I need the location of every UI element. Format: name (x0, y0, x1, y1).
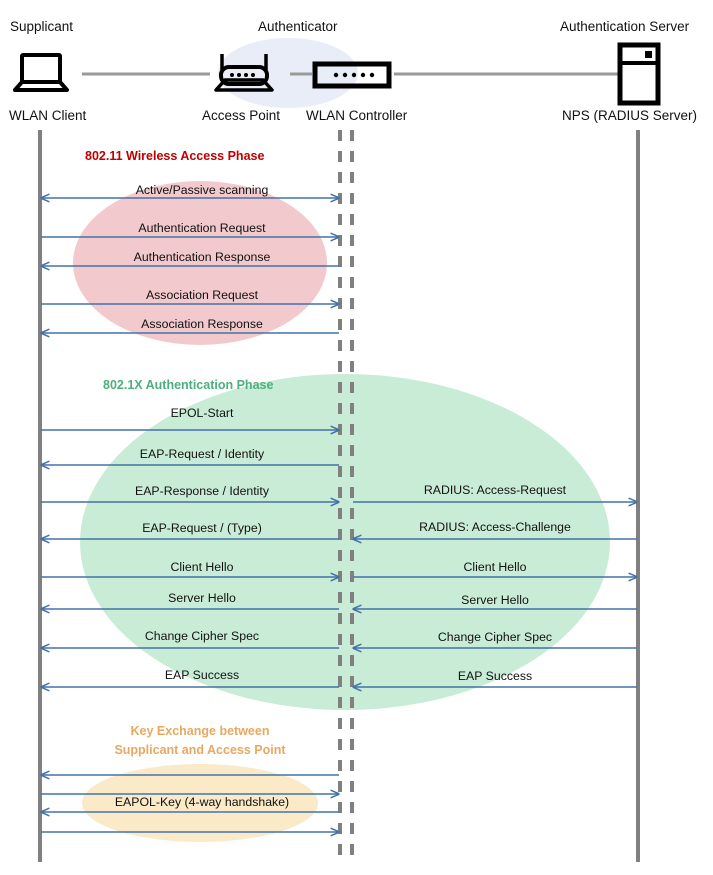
msg-label-radius-access-challenge: RADIUS: Access-Challenge (419, 520, 571, 534)
msg-label-eap-response-identity: EAP-Response / Identity (135, 484, 269, 498)
msg-label-active-passive-scanning: Active/Passive scanning (135, 183, 269, 197)
msg-label-eap-success-right: EAP Success (457, 669, 533, 683)
msg-label-eap-success-left: EAP Success (164, 668, 240, 682)
msg-label-radius-access-request: RADIUS: Access-Request (423, 483, 567, 497)
msg-label-epol-start: EPOL-Start (170, 406, 234, 420)
node-label-access-point: Access Point (202, 108, 281, 123)
msg-label-client-hello-right: Client Hello (463, 560, 527, 574)
laptop-icon (13, 53, 69, 92)
msg-label-association-response: Association Response (141, 317, 263, 331)
phase-title-keyexchange: Key Exchange between Supplicant and Acce… (100, 722, 300, 760)
msg-label-association-request: Association Request (145, 288, 259, 302)
node-label-wlan-controller: WLAN Controller (306, 108, 408, 123)
phase-title-keyexchange-line1: Key Exchange between (130, 724, 270, 738)
phase-8021x-ellipse (80, 374, 610, 710)
msg-label-eap-request-type: EAP-Request / (Type) (142, 521, 262, 535)
phase-keyexchange-ellipse (82, 764, 318, 842)
msg-label-authentication-request: Authentication Request (138, 221, 266, 235)
access-point-icon (214, 54, 274, 92)
msg-label-server-hello-right: Server Hello (461, 593, 529, 607)
role-title-supplicant: Supplicant (10, 19, 74, 34)
msg-label-authentication-response: Authentication Response (133, 250, 271, 264)
msg-label-server-hello-left: Server Hello (168, 591, 236, 605)
node-label-nps-radius-server: NPS (RADIUS Server) (562, 108, 698, 123)
role-title-auth-server: Authentication Server (560, 19, 690, 34)
msg-label-change-cipher-spec-left: Change Cipher Spec (144, 629, 260, 643)
msg-label-eap-request-identity: EAP-Request / Identity (139, 447, 265, 461)
wlan-controller-icon (312, 61, 392, 89)
phase-title-8021x: 802.1X Authentication Phase (103, 378, 274, 392)
msg-label-eapol-key: EAPOL-Key (4-way handshake) (114, 795, 290, 809)
server-icon (617, 42, 661, 106)
role-title-authenticator: Authenticator (258, 19, 338, 34)
msg-label-client-hello-left: Client Hello (170, 560, 234, 574)
msg-label-change-cipher-spec-right: Change Cipher Spec (437, 630, 553, 644)
phase-title-80211: 802.11 Wireless Access Phase (85, 149, 265, 163)
node-label-wlan-client: WLAN Client (9, 108, 87, 123)
phase-title-keyexchange-line2: Supplicant and Access Point (114, 743, 286, 757)
